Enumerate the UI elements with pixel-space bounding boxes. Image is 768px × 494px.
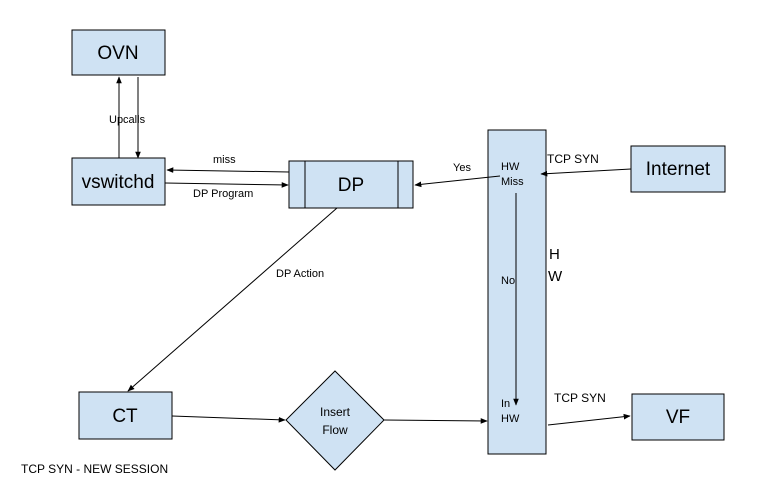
ovn-node[interactable]: OVN (71, 29, 166, 76)
insert-flow-to-hw-edge (383, 418, 488, 424)
vf-label: VF (666, 407, 690, 428)
vswitchd-node[interactable]: vswitchd (71, 157, 166, 206)
tcp-syn-out-label: TCP SYN (554, 391, 606, 405)
insert-flow-node[interactable]: Insert Flow (285, 370, 385, 471)
insert-flow-label-line2: Flow (322, 423, 348, 437)
ct-node[interactable]: CT (78, 391, 173, 440)
ct-to-insert-flow-edge (171, 415, 286, 423)
miss-label: miss (213, 154, 236, 166)
vf-node[interactable]: VF (631, 393, 725, 441)
dp-program-edge (164, 182, 289, 188)
yes-label: Yes (453, 162, 471, 174)
miss-edge (166, 167, 290, 173)
ovn-label: OVN (97, 43, 138, 64)
dp-node[interactable]: DP (288, 160, 414, 209)
internet-node[interactable]: Internet (630, 145, 726, 193)
dp-action-edge (127, 207, 338, 392)
in-hw-label-line2: HW (501, 413, 520, 425)
hw-miss-label-line2: Miss (501, 176, 524, 188)
tcp-syn-in-label: TCP SYN (547, 152, 599, 166)
dp-program-label: DP Program (193, 188, 253, 200)
tcp-syn-in-edge (540, 168, 632, 177)
tcp-syn-out-edge (547, 413, 631, 426)
hw-side-label-line2: W (548, 268, 563, 285)
internet-label: Internet (646, 159, 711, 180)
dp-action-label: DP Action (276, 268, 324, 280)
in-hw-label-line1: In (501, 398, 510, 410)
insert-flow-label-line1: Insert (320, 405, 351, 419)
yes-edge (414, 175, 501, 188)
no-label: No (501, 275, 515, 287)
dp-label: DP (338, 175, 364, 196)
hw-miss-label-line1: HW (501, 161, 520, 173)
upcalls-label: Upcalls (109, 114, 146, 126)
vswitchd-label: vswitchd (82, 172, 155, 193)
caption: TCP SYN - NEW SESSION (21, 462, 168, 476)
ct-label: CT (112, 406, 138, 427)
hw-side-label-line1: H (549, 246, 560, 263)
